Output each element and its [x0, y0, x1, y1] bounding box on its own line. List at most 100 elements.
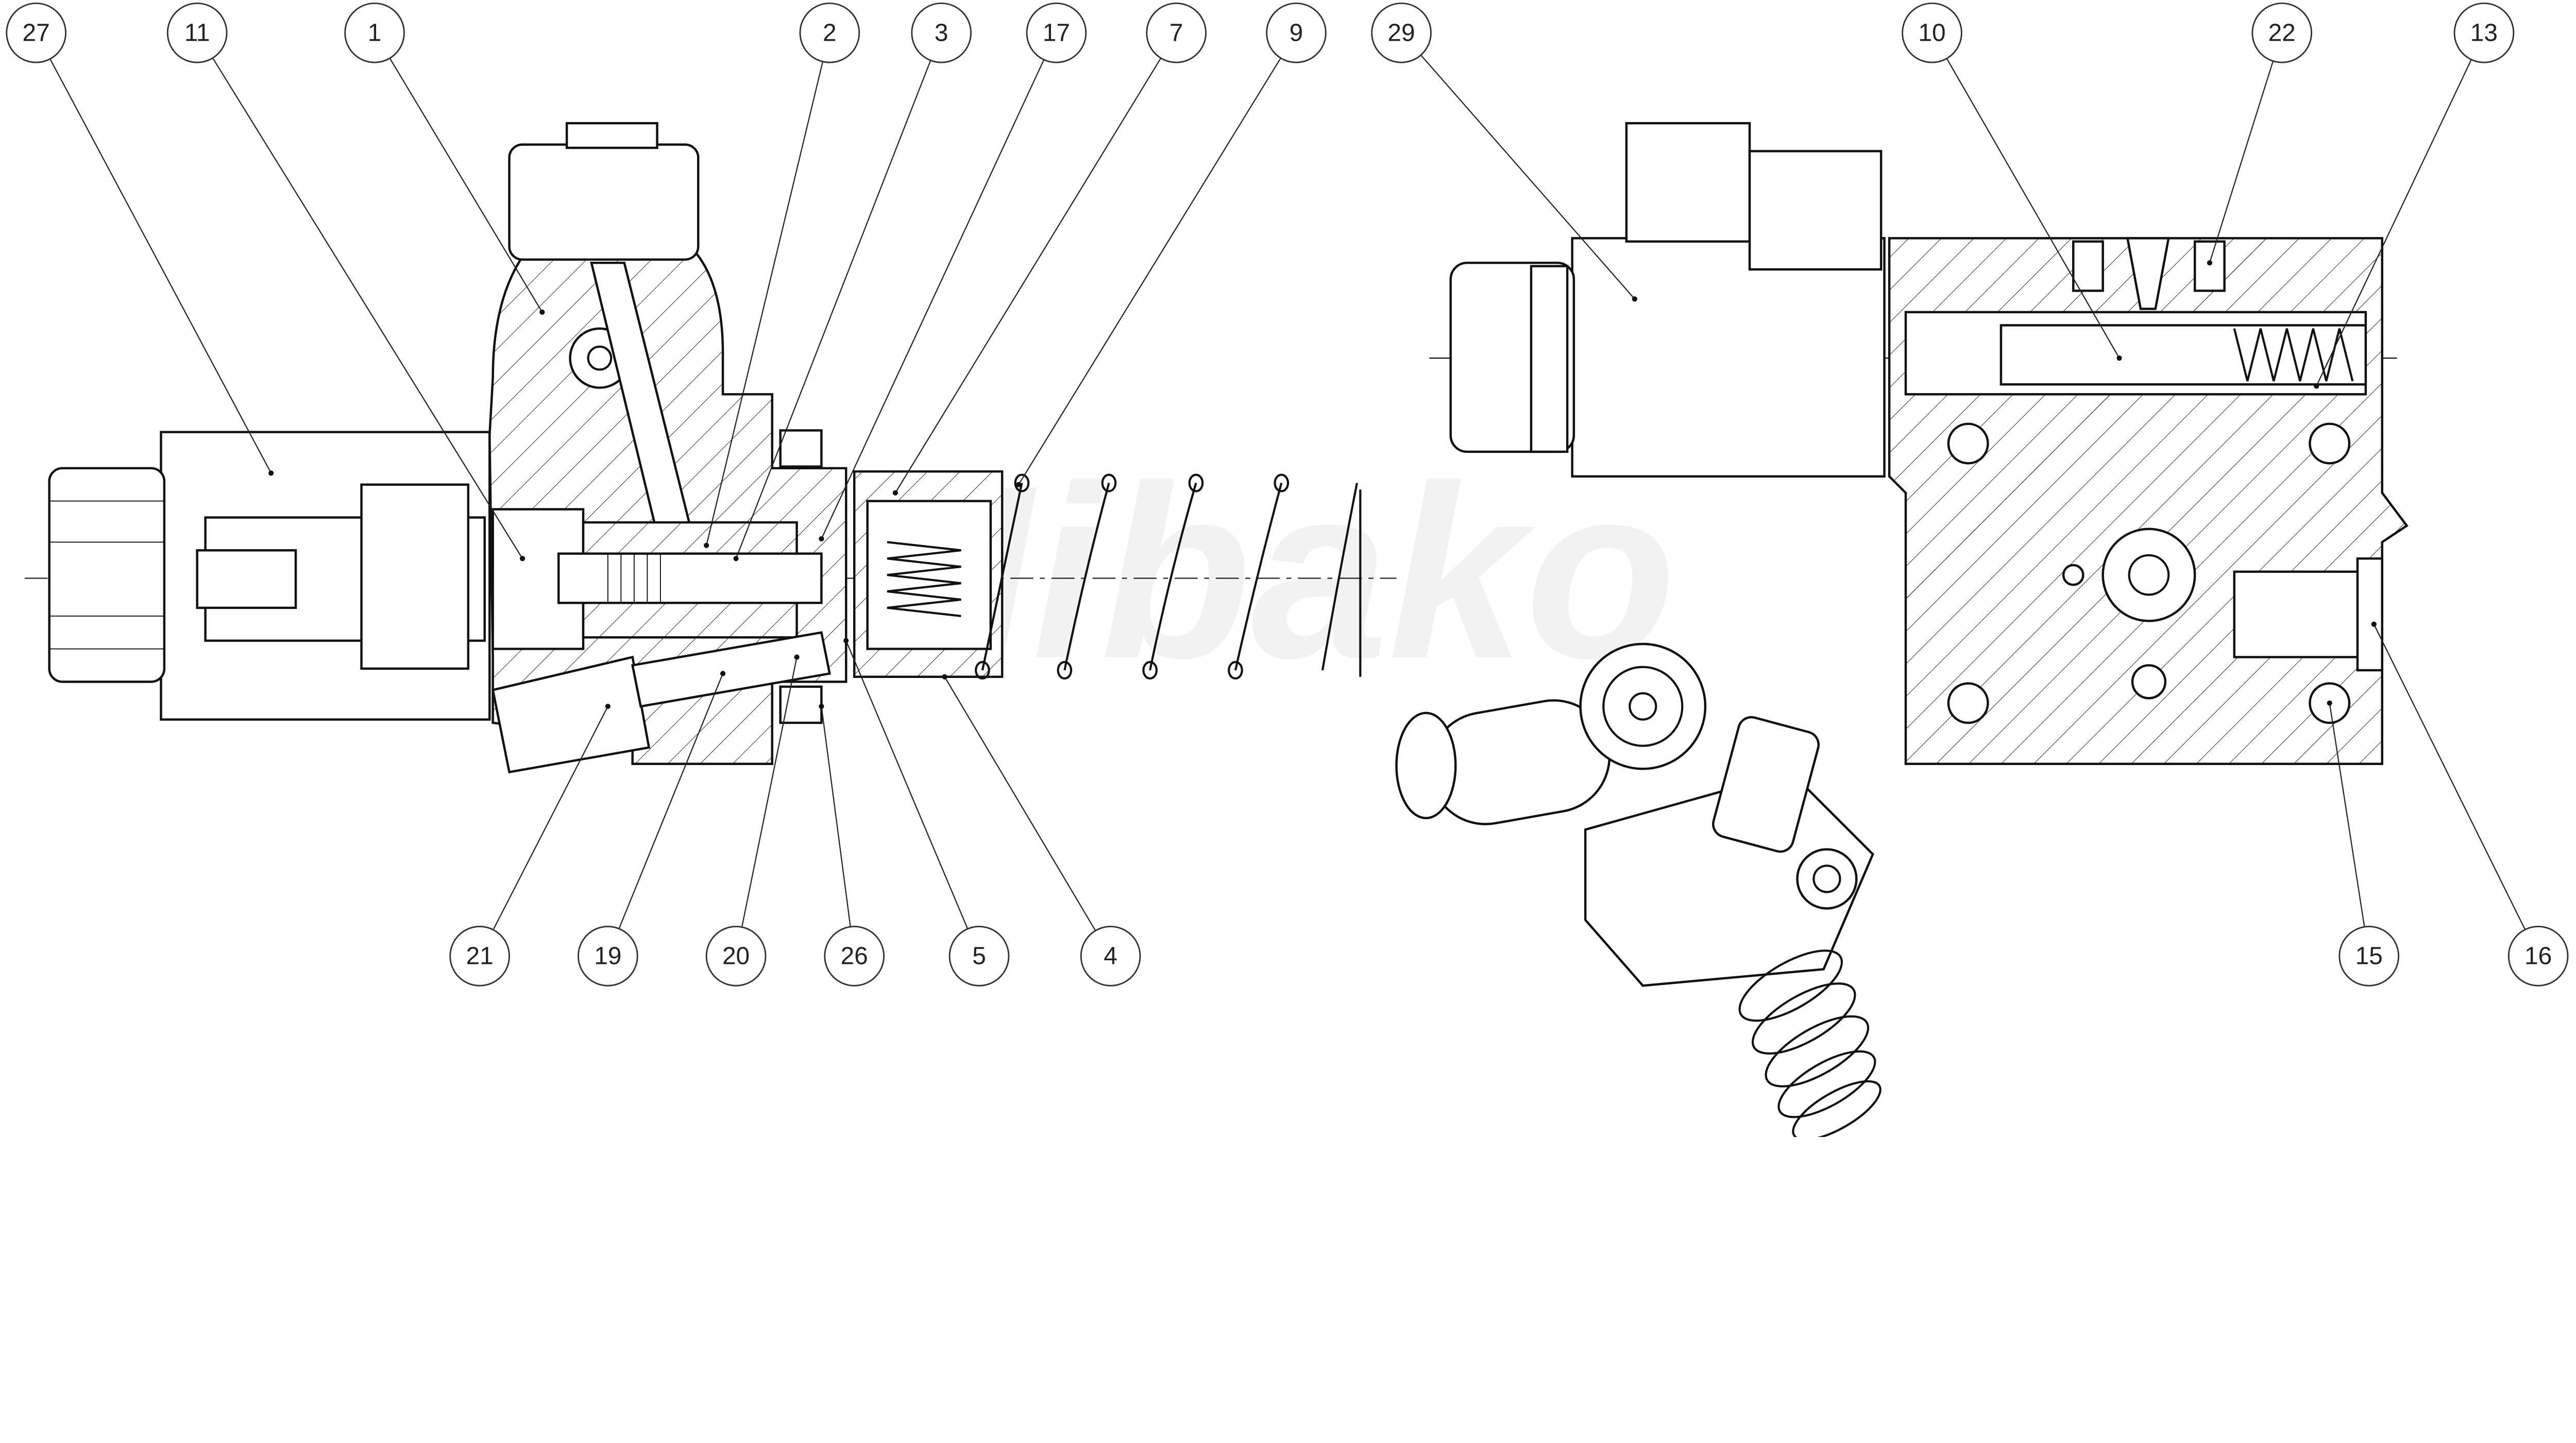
balloon-9: 9 — [1266, 2, 1327, 63]
leader-line-9 — [1018, 58, 1281, 485]
left-section-view — [24, 122, 1397, 774]
balloon-27: 27 — [6, 2, 66, 63]
loose-spring — [975, 473, 1362, 680]
leader-line-15 — [2329, 703, 2365, 927]
balloon-21: 21 — [449, 926, 510, 987]
right-section-view — [1429, 122, 2409, 766]
balloon-4: 4 — [1080, 926, 1141, 987]
balloon-17: 17 — [1026, 2, 1087, 63]
balloon-circle — [1146, 2, 1207, 63]
balloon-label: 16 — [2524, 942, 2552, 970]
balloon-label: 13 — [2470, 19, 2498, 46]
exploded-valve-drawing: Hibako — [6, 2, 2569, 1137]
balloon-label: 7 — [1170, 19, 1183, 46]
balloon-circle — [1026, 2, 1087, 63]
balloon-label: 21 — [466, 942, 494, 970]
balloon-19: 19 — [578, 926, 638, 987]
balloon-1: 1 — [344, 2, 405, 63]
balloon-circle — [1266, 2, 1327, 63]
balloon-label: 20 — [722, 942, 750, 970]
leader-dot-2 — [704, 542, 709, 548]
balloon-29: 29 — [1371, 2, 1432, 63]
leader-dot-7 — [892, 490, 898, 496]
leader-line-10 — [1946, 58, 2120, 359]
leader-dot-19 — [720, 671, 726, 676]
balloon-2: 2 — [799, 2, 860, 63]
balloon-13: 13 — [2453, 2, 2515, 63]
leader-dot-27 — [268, 470, 274, 476]
leader-dot-4 — [942, 674, 947, 680]
leader-dot-3 — [733, 556, 739, 562]
leader-dot-22 — [2207, 260, 2212, 266]
balloon-circle — [166, 2, 228, 63]
leader-line-20 — [741, 657, 798, 927]
balloon-label: 19 — [594, 942, 621, 970]
leader-line-1 — [389, 58, 543, 313]
balloon-11: 11 — [166, 2, 228, 63]
balloon-label: 27 — [23, 19, 50, 46]
balloon-22: 22 — [2251, 2, 2313, 63]
balloon-label: 5 — [972, 942, 986, 970]
balloon-circle — [824, 926, 885, 987]
balloon-circle — [578, 926, 638, 987]
balloon-label: 29 — [1387, 19, 1415, 46]
leader-dot-16 — [2371, 621, 2377, 627]
isometric-view — [1395, 642, 1882, 1137]
balloon-circle — [1371, 2, 1432, 63]
leader-line-29 — [1420, 55, 1635, 300]
leader-dot-10 — [2116, 355, 2122, 361]
balloon-label: 11 — [184, 19, 210, 46]
balloon-circle — [705, 926, 767, 987]
balloon-16: 16 — [2507, 926, 2569, 987]
balloon-circle — [2507, 926, 2569, 987]
balloon-label: 9 — [1290, 19, 1303, 46]
balloon-circle — [1080, 926, 1141, 987]
leader-line-7 — [894, 58, 1162, 494]
leader-line-16 — [2373, 624, 2526, 930]
leader-line-4 — [944, 676, 1096, 931]
balloon-26: 26 — [824, 926, 885, 987]
balloon-10: 10 — [1902, 2, 1962, 63]
leader-dot-13 — [2314, 383, 2319, 389]
leader-line-21 — [493, 706, 608, 930]
balloon-label: 2 — [823, 19, 837, 46]
leader-dot-9 — [1015, 482, 1022, 487]
leader-dot-26 — [819, 704, 824, 709]
balloon-label: 15 — [2355, 942, 2383, 970]
leader-dot-17 — [819, 536, 824, 542]
leader-dot-15 — [2327, 700, 2332, 706]
balloon-3: 3 — [911, 2, 972, 63]
leader-line-27 — [49, 58, 272, 473]
leader-line-5 — [845, 640, 969, 929]
balloon-20: 20 — [705, 926, 767, 987]
balloon-circle — [799, 2, 860, 63]
coil-nut — [48, 467, 166, 683]
balloon-15: 15 — [2338, 926, 2400, 987]
balloon-circle — [2251, 2, 2313, 63]
leader-line-17 — [821, 59, 1045, 539]
balloon-circle — [344, 2, 405, 63]
leader-line-3 — [735, 60, 931, 559]
balloon-circle — [948, 926, 1010, 987]
leader-dot-21 — [605, 704, 611, 709]
balloon-circle — [6, 2, 66, 63]
leader-dot-1 — [539, 309, 545, 315]
leader-line-2 — [706, 61, 824, 546]
balloon-circle — [2453, 2, 2515, 63]
balloon-circle — [2338, 926, 2400, 987]
leader-line-22 — [2209, 61, 2274, 263]
balloon-circle — [911, 2, 972, 63]
leader-line-13 — [2316, 59, 2472, 386]
leader-dot-5 — [843, 638, 849, 643]
leader-dot-11 — [519, 556, 526, 562]
leader-line-11 — [212, 57, 523, 559]
leader-line-19 — [618, 673, 724, 929]
balloon-5: 5 — [948, 926, 1010, 987]
balloon-label: 22 — [2268, 19, 2296, 46]
solenoid-coil — [1571, 237, 1886, 478]
balloon-label: 1 — [368, 19, 382, 46]
balloon-label: 10 — [1918, 19, 1945, 46]
balloon-circle — [1902, 2, 1962, 63]
balloon-7: 7 — [1146, 2, 1207, 63]
